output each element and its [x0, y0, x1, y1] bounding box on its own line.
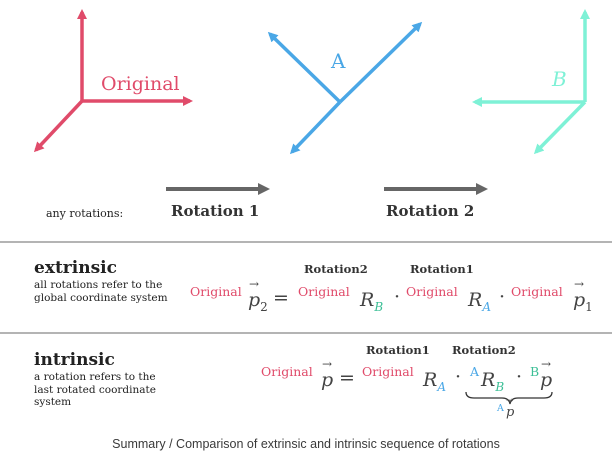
- vector-arrow-icon: →: [322, 357, 333, 371]
- extrinsic-equals: =: [273, 287, 289, 309]
- intrinsic-dot-2: ·: [516, 366, 523, 388]
- intrinsic-equals: =: [339, 367, 355, 389]
- vector-arrow-icon: →: [506, 396, 514, 406]
- extrinsic-heading: extrinsic: [34, 258, 117, 278]
- intrinsic-description: a rotation refers to the last rotated co…: [34, 371, 156, 408]
- extrinsic-description: all rotations refer to the global coordi…: [34, 279, 168, 304]
- intrinsic-rotation1-label: Rotation1: [366, 343, 430, 357]
- extrinsic-rb-frame: Original: [298, 284, 350, 299]
- vector-arrow-icon: →: [249, 277, 260, 291]
- frame-b-label: B: [552, 67, 567, 91]
- extrinsic-rotation2-label: Rotation2: [304, 262, 368, 276]
- figure-caption: Summary / Comparison of extrinsic and in…: [112, 437, 500, 451]
- b-axis-3: [533, 100, 587, 155]
- intrinsic-heading: intrinsic: [34, 350, 115, 370]
- frame-original-label: Original: [101, 73, 180, 95]
- extrinsic-ra: RA: [468, 289, 491, 314]
- rotation2-label: Rotation 2: [386, 202, 475, 220]
- intrinsic-p-frame: B: [530, 364, 540, 379]
- original-y-axis: [33, 99, 84, 153]
- extrinsic-lhs-frame: Original: [190, 284, 242, 299]
- frame-b: [472, 9, 590, 155]
- frame-a-label: A: [331, 49, 346, 73]
- intrinsic-lhs-vector: → p: [321, 357, 334, 391]
- extrinsic-rb: RB: [360, 289, 384, 314]
- intrinsic-rotation2-label: Rotation2: [452, 343, 516, 357]
- intrinsic-dot-1: ·: [455, 366, 462, 388]
- extrinsic-ra-frame: Original: [406, 284, 458, 299]
- extrinsic-rotation1-label: Rotation1: [410, 262, 474, 276]
- intrinsic-ra: RA: [423, 369, 446, 394]
- underbrace-vector: → p: [506, 396, 515, 420]
- a-axis-3: [289, 100, 342, 155]
- intrinsic-lhs-frame: Original: [261, 364, 313, 379]
- vector-arrow-icon: →: [574, 277, 585, 291]
- intrinsic-rb-frame: A: [470, 364, 480, 379]
- intrinsic-rb: RB: [481, 369, 505, 394]
- intrinsic-p: → p: [540, 357, 553, 391]
- rotation1-label: Rotation 1: [171, 202, 260, 220]
- extrinsic-p1-frame: Original: [511, 284, 563, 299]
- extrinsic-lhs-vector: → p2: [248, 277, 268, 314]
- a-axis-1: [267, 31, 342, 104]
- underbrace-frame: A: [497, 403, 504, 414]
- extrinsic-dot-2: ·: [499, 286, 506, 308]
- frame-original: [33, 9, 193, 153]
- a-axis-2: [338, 21, 423, 104]
- extrinsic-dot-1: ·: [394, 286, 401, 308]
- frame-a: [267, 21, 423, 155]
- vector-arrow-icon: →: [541, 357, 552, 371]
- intrinsic-ra-frame: Original: [362, 364, 414, 379]
- extrinsic-p1: → p1: [573, 277, 593, 314]
- underbrace: [465, 391, 553, 405]
- any-rotations-label: any rotations:: [46, 207, 124, 220]
